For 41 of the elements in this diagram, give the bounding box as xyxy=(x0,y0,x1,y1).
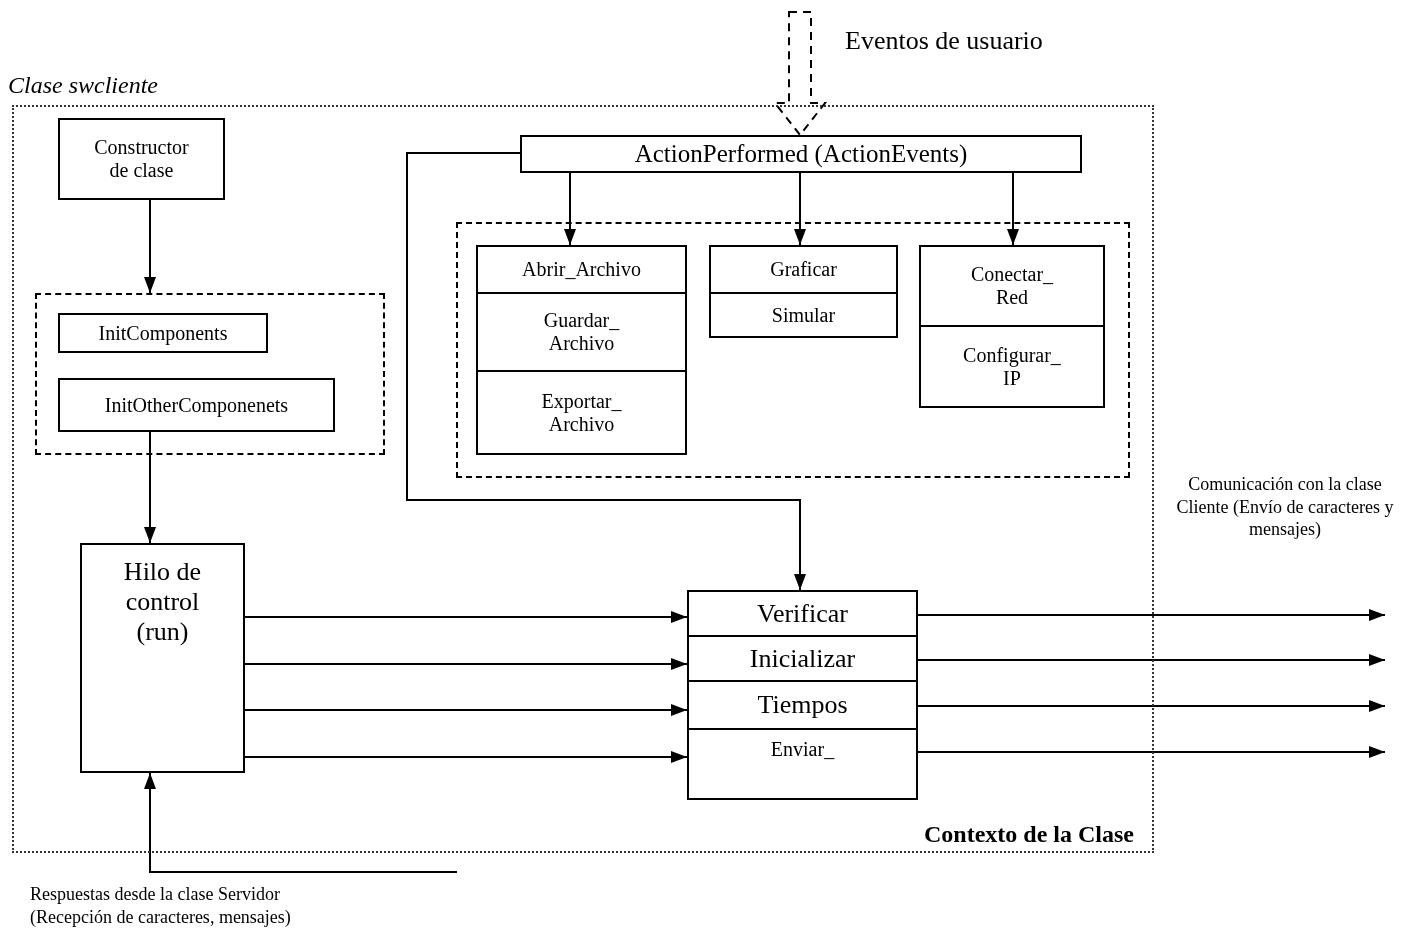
method-row: Enviar_ xyxy=(687,728,918,800)
method-column xyxy=(919,245,1105,408)
method-cell: Simular xyxy=(711,294,896,336)
dashed-group xyxy=(456,222,1130,478)
arrow xyxy=(144,199,156,294)
process-box: InitComponents xyxy=(58,313,268,353)
annotation-text: Comunicación con la clase Cliente (Envío de caracteres y mensajes) xyxy=(1175,473,1395,541)
method-cell: Configurar_ IP xyxy=(921,327,1103,406)
arrow xyxy=(144,431,156,544)
arrow xyxy=(1007,172,1019,246)
process-box: ActionPerformed (ActionEvents) xyxy=(520,135,1082,173)
method-row: Tiempos xyxy=(687,680,918,730)
class-title: Clase swcliente xyxy=(8,72,158,100)
arrow xyxy=(244,751,688,763)
annotation-text: Eventos de usuario xyxy=(845,25,1044,57)
arrow xyxy=(917,654,1386,666)
arrow xyxy=(917,700,1386,712)
arrow xyxy=(406,152,806,591)
annotation-text: Respuestas desde la clase Servidor (Recepción de caracteres, mensajes) xyxy=(30,883,292,928)
method-row: Verificar xyxy=(687,590,918,637)
dashed-group xyxy=(35,293,385,455)
method-row: Inicializar xyxy=(687,635,918,682)
arrow xyxy=(244,611,688,623)
arrow xyxy=(144,772,458,873)
arrow xyxy=(244,658,688,670)
method-cell: Graficar xyxy=(711,247,896,294)
method-column xyxy=(476,245,687,455)
method-column xyxy=(709,245,898,338)
method-cell: Guardar_ Archivo xyxy=(478,294,685,372)
arrow xyxy=(564,172,576,246)
process-box: Hilo de control (run) xyxy=(80,543,245,773)
method-cell: Abrir_Archivo xyxy=(478,247,685,294)
arrow xyxy=(917,609,1386,621)
method-cell: Conectar_ Red xyxy=(921,247,1103,327)
process-box: InitOtherComponenets xyxy=(58,378,335,432)
arrow xyxy=(244,704,688,716)
arrow xyxy=(917,746,1386,758)
context-label: Contexto de la Clase xyxy=(924,821,1134,849)
arrow xyxy=(794,172,806,246)
process-box: Constructor de clase xyxy=(58,118,225,200)
method-cell: Exportar_ Archivo xyxy=(478,372,685,453)
